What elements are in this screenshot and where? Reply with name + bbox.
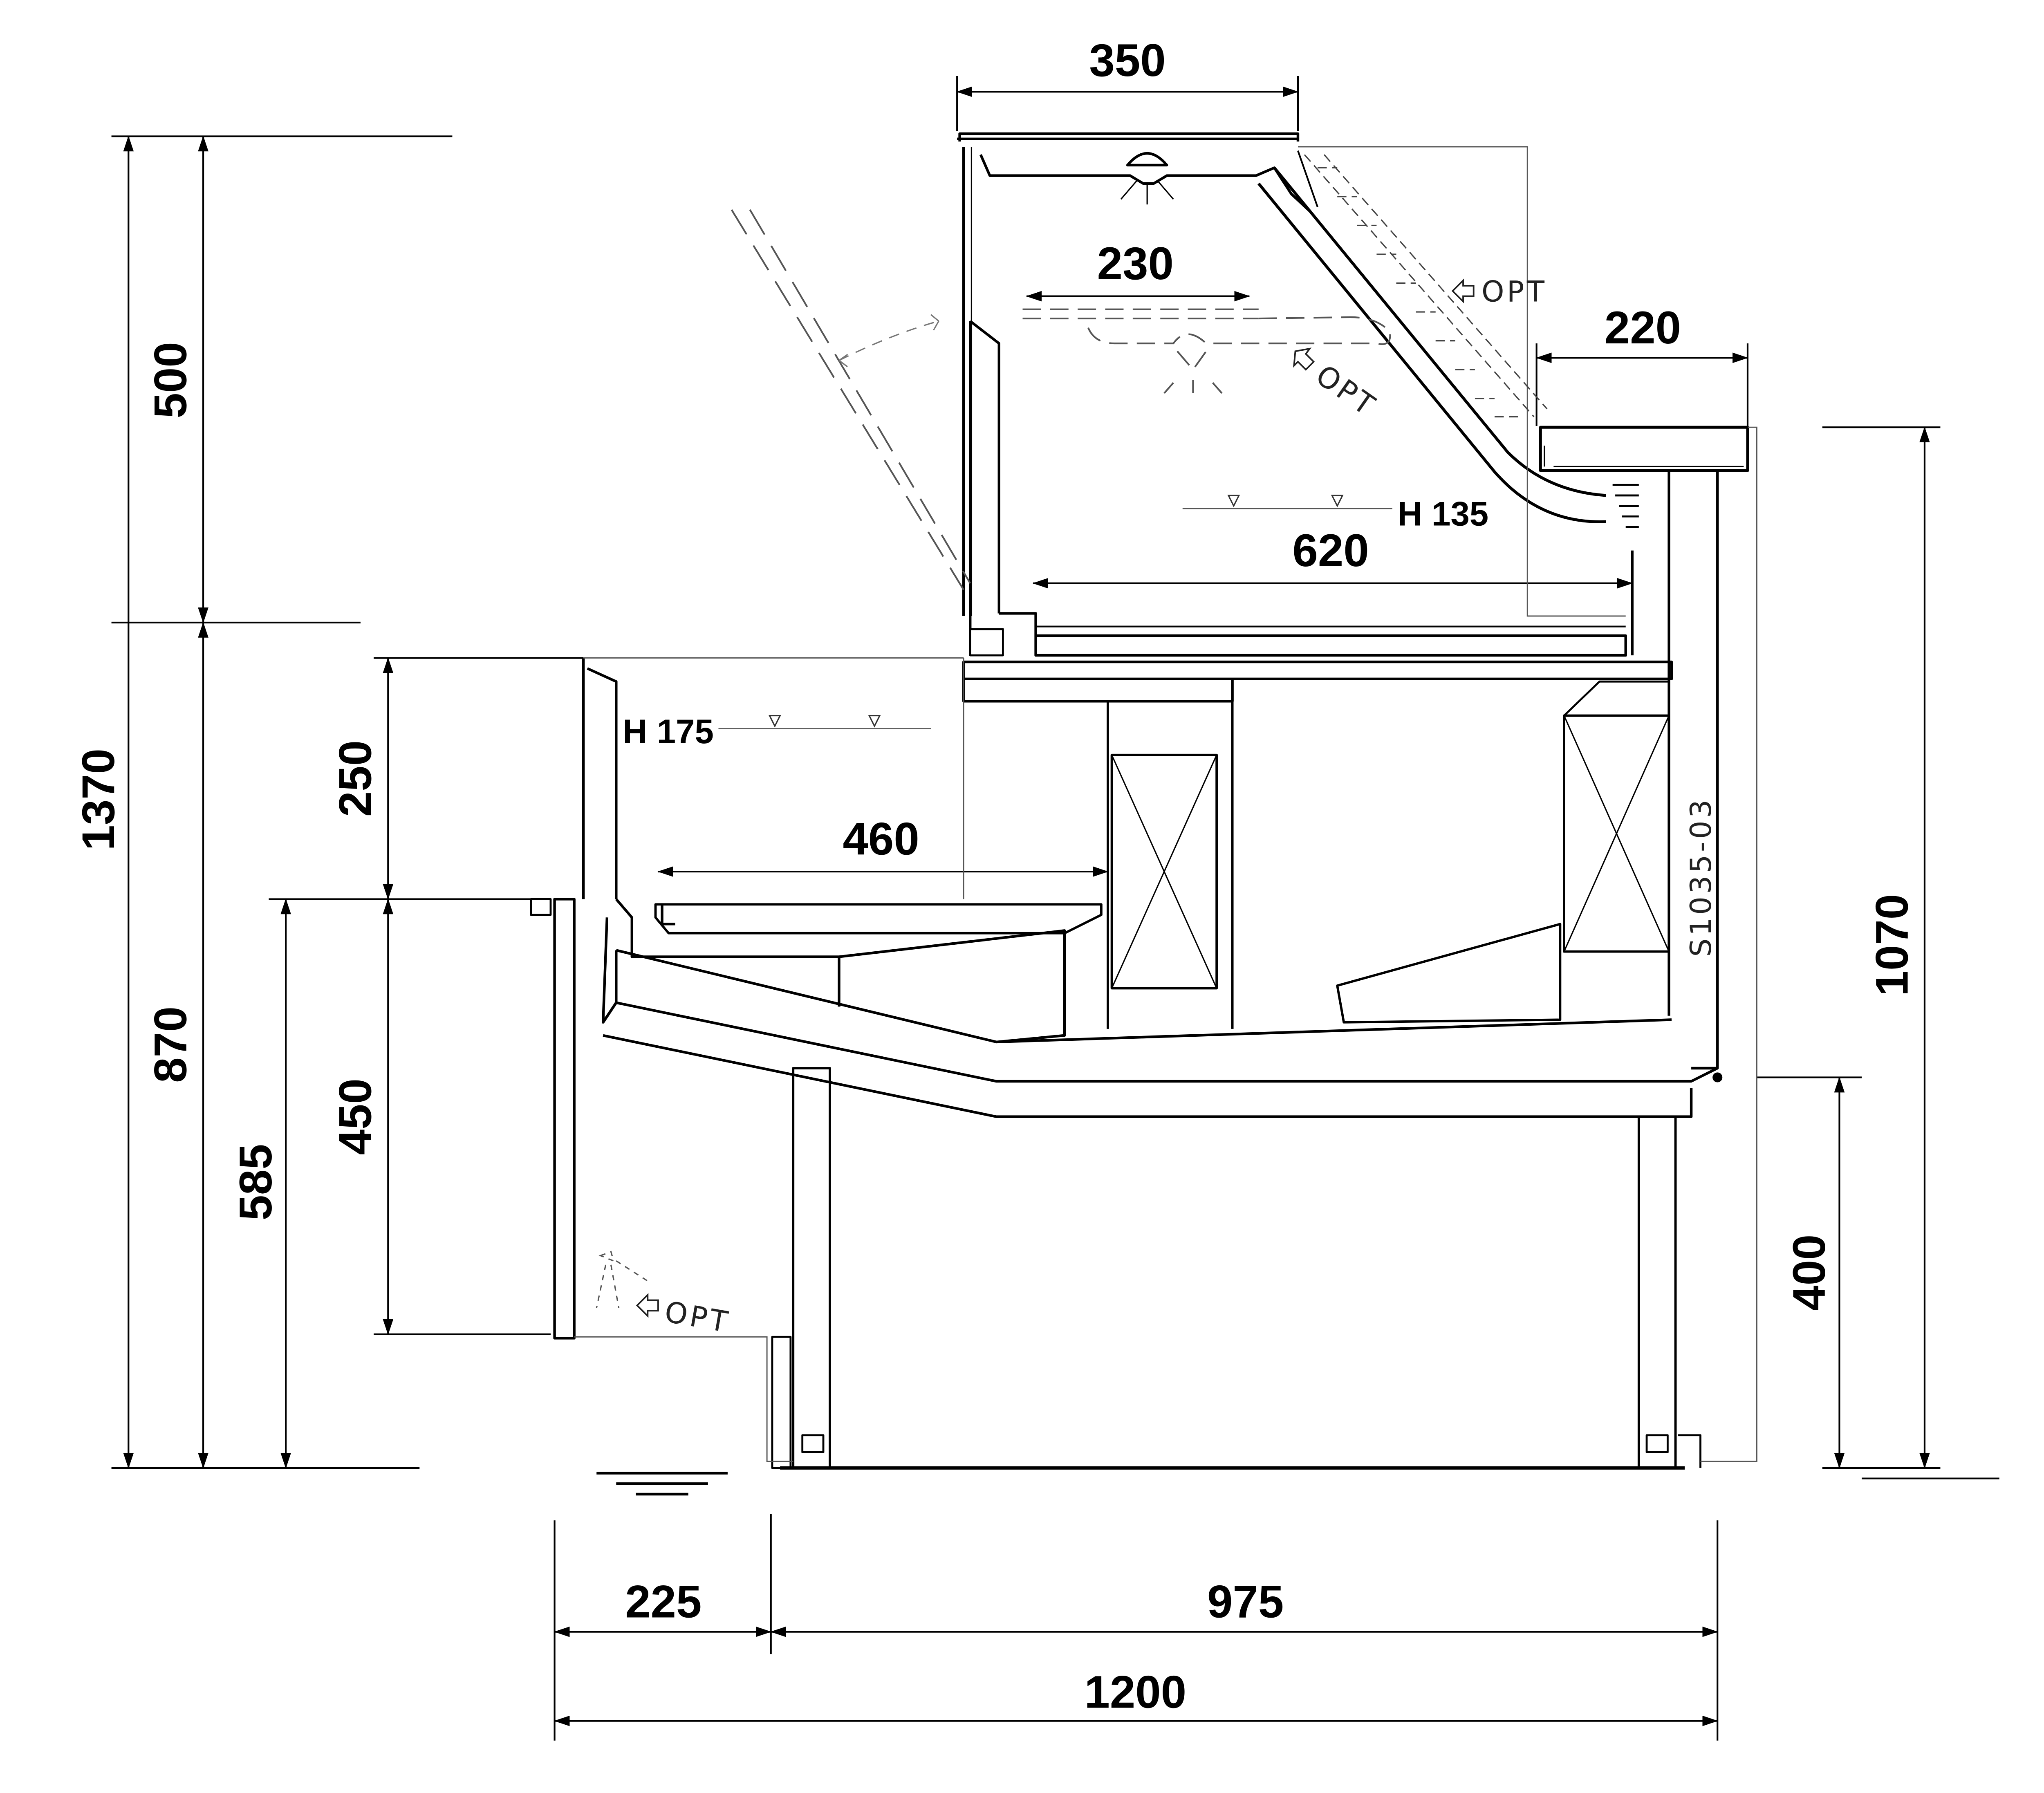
- dim-base-height: 400: [1783, 1235, 1835, 1311]
- opt-arrow-lamp: [1293, 347, 1315, 371]
- opt-labels: OPT OPT OPT: [662, 275, 1547, 1340]
- dim-front-offset: 225: [625, 1576, 702, 1627]
- opened-glass-dashed: [731, 209, 971, 590]
- dim-front-panel-height: 450: [329, 1078, 381, 1155]
- dim-lower-height: 870: [144, 1006, 196, 1083]
- optional-middle-lamp: [1022, 308, 1391, 394]
- dim-front-glass-height: 250: [329, 740, 381, 817]
- cabinet-body: [530, 132, 1749, 1496]
- opt-label-lamp: OPT: [1310, 359, 1383, 424]
- rear-duct: [1612, 484, 1723, 1083]
- dim-body-depth: 975: [1207, 1576, 1284, 1627]
- dim-worktop-depth: 220: [1605, 302, 1681, 353]
- dim-upper-height: 500: [144, 342, 196, 418]
- outline-thin-lines: [574, 146, 1757, 1462]
- dim-top-width: 350: [1089, 34, 1165, 86]
- optional-rear-fins: [1304, 154, 1548, 418]
- dim-shelf-depth: 620: [1293, 524, 1369, 576]
- opt-arrow-lower: [636, 1293, 659, 1318]
- dim-well-depth: 460: [843, 813, 919, 864]
- opt-label-lower: OPT: [662, 1295, 733, 1340]
- dimension-lines: [111, 76, 1999, 1741]
- height-label-lower: H 175: [623, 713, 713, 751]
- dim-glass-lamp-width: 230: [1097, 238, 1174, 289]
- opened-glass-arc: [838, 314, 939, 369]
- level-markers: [768, 495, 1344, 728]
- dim-counter-height: 1070: [1866, 894, 1917, 996]
- opt-arrow-rear: [1451, 278, 1475, 304]
- dim-overall-depth: 1200: [1084, 1666, 1186, 1718]
- drawing-code: S1035-03: [1684, 797, 1718, 957]
- opt-label-rear: OPT: [1481, 275, 1547, 308]
- dimension-labels: 350 230 220 620 460 225 975 1200 500 137…: [72, 34, 1917, 1718]
- opt-arrows: [636, 278, 1475, 1318]
- dim-front-step-height: 585: [230, 1144, 281, 1220]
- optional-lower-lamp: [596, 1251, 650, 1309]
- dim-total-height: 1370: [72, 749, 124, 851]
- height-label-upper: H 135: [1398, 495, 1488, 533]
